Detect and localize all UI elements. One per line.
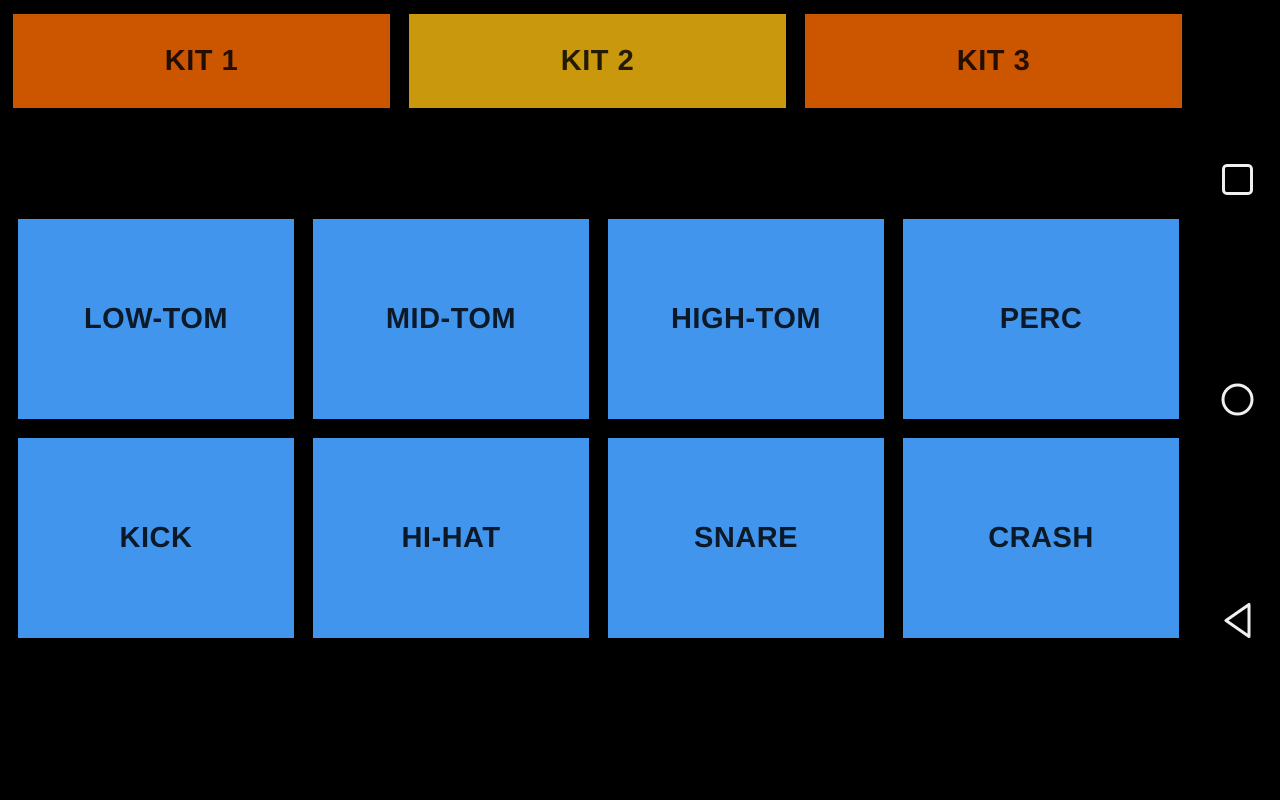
pad-hi-hat[interactable]: HI-HAT — [313, 438, 589, 638]
nav-back-button[interactable] — [1211, 594, 1263, 646]
pad-high-tom[interactable]: HIGH-TOM — [608, 219, 884, 419]
nav-recents-button[interactable] — [1211, 153, 1263, 205]
pad-grid: LOW-TOM MID-TOM HIGH-TOM PERC KICK HI-HA… — [18, 219, 1179, 638]
pad-crash[interactable]: CRASH — [903, 438, 1179, 638]
pad-kick[interactable]: KICK — [18, 438, 294, 638]
recents-square-icon — [1221, 163, 1253, 195]
kit-1-button[interactable]: KIT 1 — [13, 14, 390, 108]
pad-mid-tom[interactable]: MID-TOM — [313, 219, 589, 419]
pad-perc[interactable]: PERC — [903, 219, 1179, 419]
pad-low-tom[interactable]: LOW-TOM — [18, 219, 294, 419]
nav-home-button[interactable] — [1211, 373, 1263, 425]
pad-snare[interactable]: SNARE — [608, 438, 884, 638]
home-circle-icon — [1221, 383, 1253, 415]
kit-3-button[interactable]: KIT 3 — [805, 14, 1182, 108]
back-triangle-icon — [1224, 602, 1250, 638]
kit-2-button[interactable]: KIT 2 — [409, 14, 786, 108]
